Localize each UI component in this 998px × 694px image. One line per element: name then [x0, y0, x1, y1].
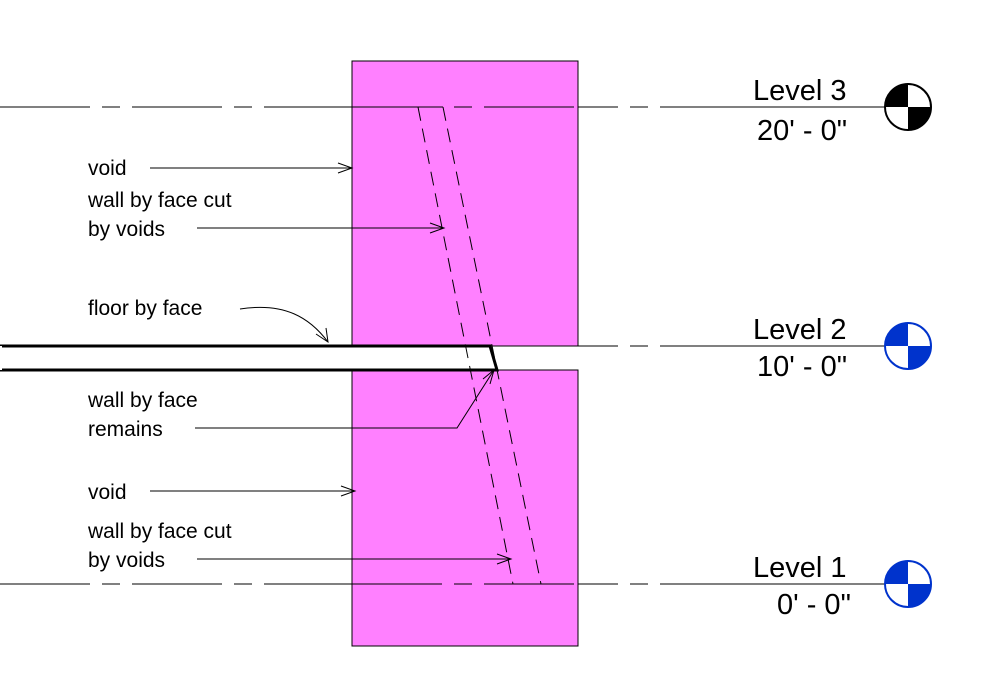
level-3-elevation: 20' - 0" — [757, 115, 847, 147]
level-1-elevation: 0' - 0" — [777, 589, 851, 621]
level-head-icon — [884, 83, 932, 131]
arrowhead-icon — [482, 368, 495, 385]
arrowhead-icon — [496, 553, 513, 565]
label-wall-cut-upper-1: wall by face cut — [87, 189, 232, 212]
label-floor: floor by face — [88, 297, 202, 320]
sloped-wall[interactable] — [417, 106, 542, 585]
leader-void-lower — [150, 485, 357, 497]
arrowhead-icon — [340, 485, 357, 497]
level-2-head[interactable]: Level 2 10' - 0" — [745, 314, 932, 383]
label-void-upper: void — [88, 157, 127, 180]
void-upper-box[interactable] — [351, 60, 579, 347]
level-3-name: Level 3 — [753, 75, 847, 107]
leader-floor — [239, 306, 329, 344]
floor-slab[interactable] — [0, 344, 499, 372]
level-2-name: Level 2 — [753, 314, 847, 346]
level-3-head[interactable]: Level 3 20' - 0" — [745, 75, 932, 147]
label-wall-remains-2: remains — [88, 418, 163, 441]
label-void-lower: void — [88, 481, 127, 504]
level-head-icon — [884, 560, 932, 608]
arrowhead-icon — [337, 162, 354, 174]
wall-edge-right — [442, 106, 542, 585]
leader-wall-cut-lower — [197, 553, 513, 565]
leader-wall-cut-upper — [197, 222, 446, 234]
label-wall-cut-lower-1: wall by face cut — [87, 520, 232, 543]
arrowhead-icon — [315, 327, 329, 344]
arrowhead-icon — [429, 222, 446, 234]
leader-wall-remains — [195, 368, 495, 429]
level-1-name: Level 1 — [753, 552, 847, 584]
label-wall-cut-upper-2: by voids — [88, 218, 165, 241]
label-wall-cut-lower-2: by voids — [88, 549, 165, 572]
label-wall-remains-1: wall by face — [87, 389, 198, 412]
leader-void-upper — [150, 162, 354, 174]
wall-edge-left — [417, 106, 514, 585]
level-1-head[interactable]: Level 1 0' - 0" — [745, 552, 932, 621]
level-head-icon — [884, 322, 932, 370]
level-2-elevation: 10' - 0" — [757, 351, 847, 383]
void-lower-box[interactable] — [351, 369, 579, 647]
